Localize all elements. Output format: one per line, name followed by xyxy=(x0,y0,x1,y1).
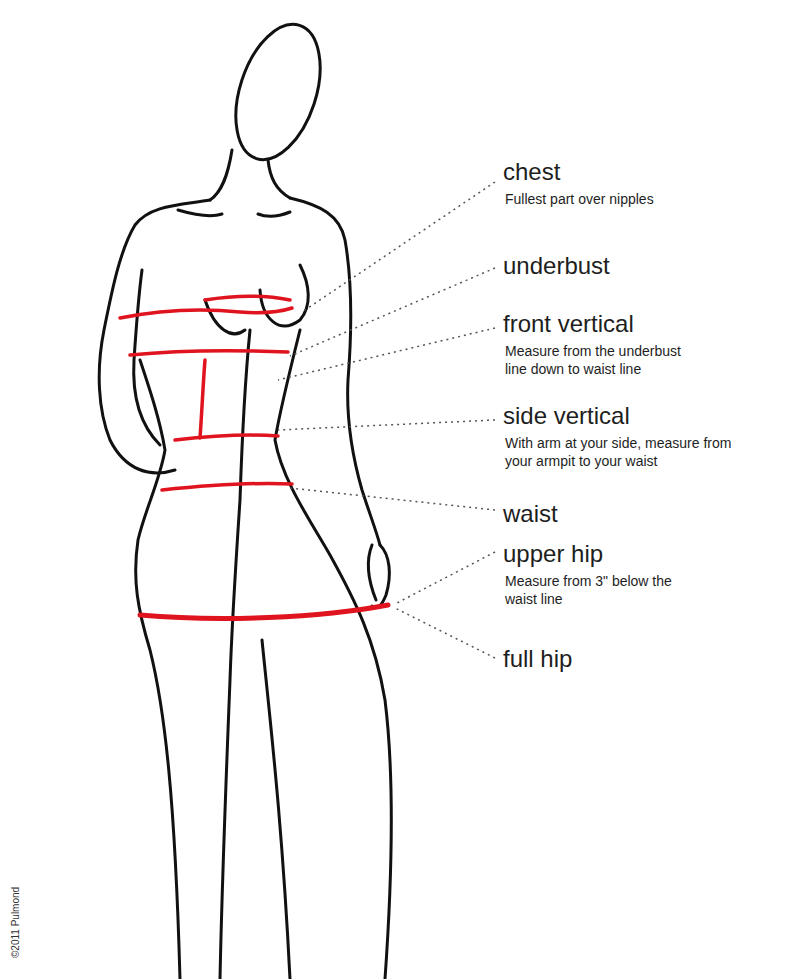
measurement-name: front vertical xyxy=(503,310,783,338)
measurement-name: underbust xyxy=(503,252,783,280)
measurement-name: waist xyxy=(503,500,783,528)
measurement-name: side vertical xyxy=(503,402,783,430)
measurement-name: upper hip xyxy=(503,540,783,568)
measurement-name: full hip xyxy=(503,645,783,673)
measurement-note: Measure from 3" below the waist line xyxy=(505,572,700,608)
measurement-note: Measure from the underbust line down to … xyxy=(505,342,705,378)
measurement-name: chest xyxy=(503,158,783,186)
measurement-note: Fullest part over nipples xyxy=(505,190,785,208)
copyright-watermark: ©2011 Pulmond xyxy=(10,887,22,958)
measurement-note: With arm at your side, measure from your… xyxy=(505,434,750,470)
